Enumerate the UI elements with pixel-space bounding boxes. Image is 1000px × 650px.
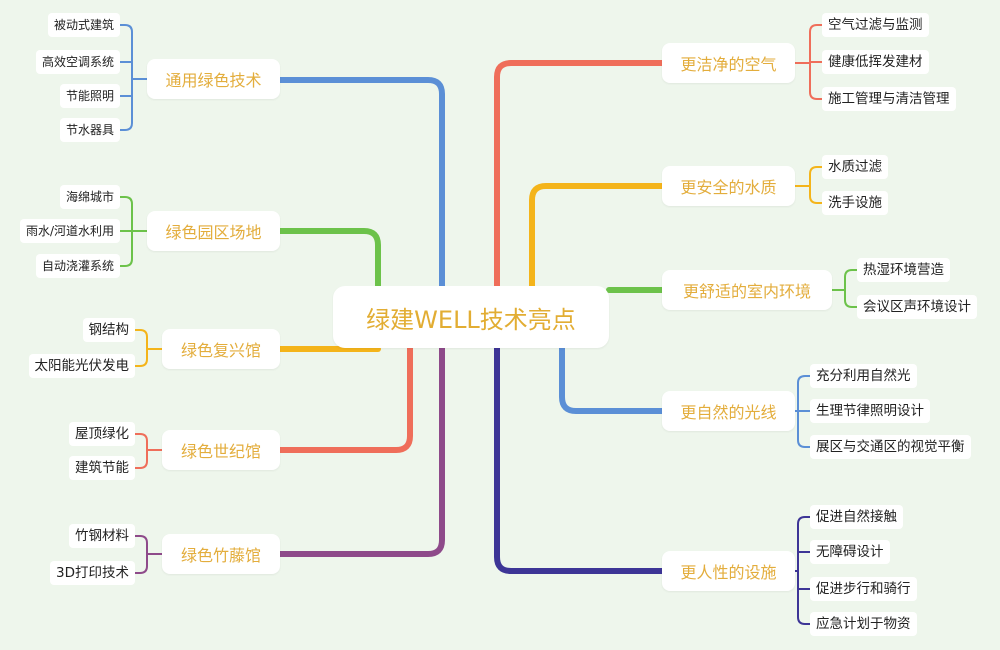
bracket-right-4 [794, 375, 811, 448]
bracket-left-3 [134, 329, 163, 367]
branch-left-5[interactable]: 绿色竹藤馆 [162, 534, 280, 574]
bracket-right-1 [794, 24, 823, 100]
leaf-right-1-3[interactable]: 施工管理与清洁管理 [822, 87, 956, 111]
branch-right-1[interactable]: 更洁净的空气 [662, 43, 795, 83]
bracket-left-5 [134, 535, 163, 574]
leaf-left-1-1[interactable]: 被动式建筑 [47, 13, 120, 37]
bracket-right-3 [831, 269, 858, 308]
leaf-left-5-2[interactable]: 3D打印技术 [50, 561, 135, 585]
leaf-left-2-1[interactable]: 海绵城市 [59, 185, 120, 209]
trunk-left-4 [277, 327, 413, 453]
leaf-left-5-1[interactable]: 竹钢材料 [69, 524, 135, 548]
leaf-right-2-1[interactable]: 水质过滤 [822, 155, 888, 179]
leaf-right-1-2[interactable]: 健康低挥发建材 [822, 50, 929, 74]
branch-left-1[interactable]: 通用绿色技术 [147, 59, 280, 99]
trunk-left-2 [277, 228, 381, 303]
branch-left-3[interactable]: 绿色复兴馆 [162, 329, 280, 369]
branch-right-3[interactable]: 更舒适的室内环境 [662, 270, 832, 310]
branch-left-2[interactable]: 绿色园区场地 [147, 211, 280, 251]
bracket-left-4 [134, 433, 163, 469]
leaf-right-4-3[interactable]: 展区与交通区的视觉平衡 [810, 435, 971, 459]
leaf-right-4-2[interactable]: 生理节律照明设计 [810, 399, 930, 423]
trunk-left-1 [277, 77, 445, 333]
trunk-right-1 [494, 60, 665, 303]
leaf-left-2-2[interactable]: 雨水/河道水利用 [19, 219, 120, 243]
leaf-right-3-2[interactable]: 会议区声环境设计 [857, 295, 977, 319]
center-topic[interactable]: 绿建WELL技术亮点 [333, 286, 609, 348]
bracket-right-2 [794, 166, 823, 204]
trunk-right-5 [494, 345, 665, 574]
leaf-right-5-3[interactable]: 促进步行和骑行 [810, 577, 917, 601]
leaf-left-3-2[interactable]: 太阳能光伏发电 [28, 354, 135, 378]
leaf-left-1-2[interactable]: 高效空调系统 [35, 50, 120, 74]
leaf-right-3-1[interactable]: 热湿环境营造 [857, 258, 950, 282]
branch-left-4[interactable]: 绿色世纪馆 [162, 430, 280, 470]
leaf-left-3-1[interactable]: 钢结构 [82, 318, 135, 342]
branch-right-4[interactable]: 更自然的光线 [662, 391, 795, 431]
leaf-left-4-2[interactable]: 建筑节能 [69, 456, 135, 480]
leaf-left-1-3[interactable]: 节能照明 [59, 84, 120, 108]
trunk-right-4 [559, 345, 665, 414]
bracket-right-5 [794, 516, 811, 625]
leaf-right-5-2[interactable]: 无障碍设计 [810, 540, 890, 564]
leaf-right-5-1[interactable]: 促进自然接触 [810, 505, 903, 529]
trunk-left-5 [277, 327, 445, 557]
branch-right-2[interactable]: 更安全的水质 [662, 166, 795, 206]
leaf-left-2-3[interactable]: 自动浇灌系统 [35, 254, 120, 278]
leaf-right-2-2[interactable]: 洗手设施 [822, 191, 888, 215]
leaf-right-1-1[interactable]: 空气过滤与监测 [822, 13, 929, 37]
trunk-right-2 [529, 183, 665, 303]
leaf-right-5-4[interactable]: 应急计划于物资 [810, 612, 917, 636]
leaf-left-1-4[interactable]: 节水器具 [59, 118, 120, 142]
bracket-left-2 [119, 196, 148, 267]
branch-right-5[interactable]: 更人性的设施 [662, 551, 795, 591]
leaf-right-4-1[interactable]: 充分利用自然光 [810, 364, 917, 388]
bracket-left-1 [119, 24, 148, 131]
leaf-left-4-1[interactable]: 屋顶绿化 [69, 422, 135, 446]
